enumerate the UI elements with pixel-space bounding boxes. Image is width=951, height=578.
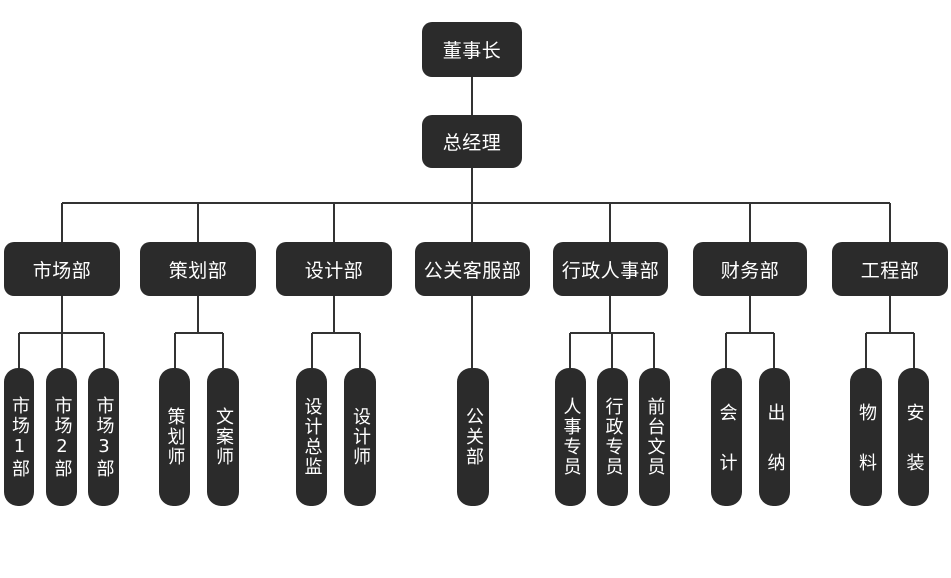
node-dept-marketing: 市场部 [4,242,120,296]
node-dept-design: 设计部 [276,242,392,296]
node-sub-market-3: 市场3部 [88,368,119,506]
node-sub-installation: 安装 [898,368,929,506]
node-sub-planner: 策划师 [159,368,190,506]
node-sub-copywriter: 文案师 [207,368,239,506]
node-dept-finance: 财务部 [693,242,807,296]
node-sub-hr-specialist: 人事专员 [555,368,586,506]
node-sub-receptionist: 前台文员 [639,368,670,506]
node-sub-cashier: 出纳 [759,368,790,506]
node-sub-market-1: 市场1部 [4,368,34,506]
node-chairman: 董事长 [422,22,522,77]
node-dept-planning: 策划部 [140,242,256,296]
node-general-manager: 总经理 [422,115,522,168]
node-sub-pr: 公关部 [457,368,489,506]
node-dept-engineering: 工程部 [832,242,948,296]
node-sub-accountant: 会计 [711,368,742,506]
node-dept-admin-hr: 行政人事部 [553,242,668,296]
node-sub-materials: 物料 [850,368,882,506]
node-dept-pr-service: 公关客服部 [415,242,530,296]
node-sub-admin-specialist: 行政专员 [597,368,628,506]
node-sub-design-director: 设计总监 [296,368,327,506]
node-sub-designer: 设计师 [344,368,376,506]
node-sub-market-2: 市场2部 [46,368,77,506]
